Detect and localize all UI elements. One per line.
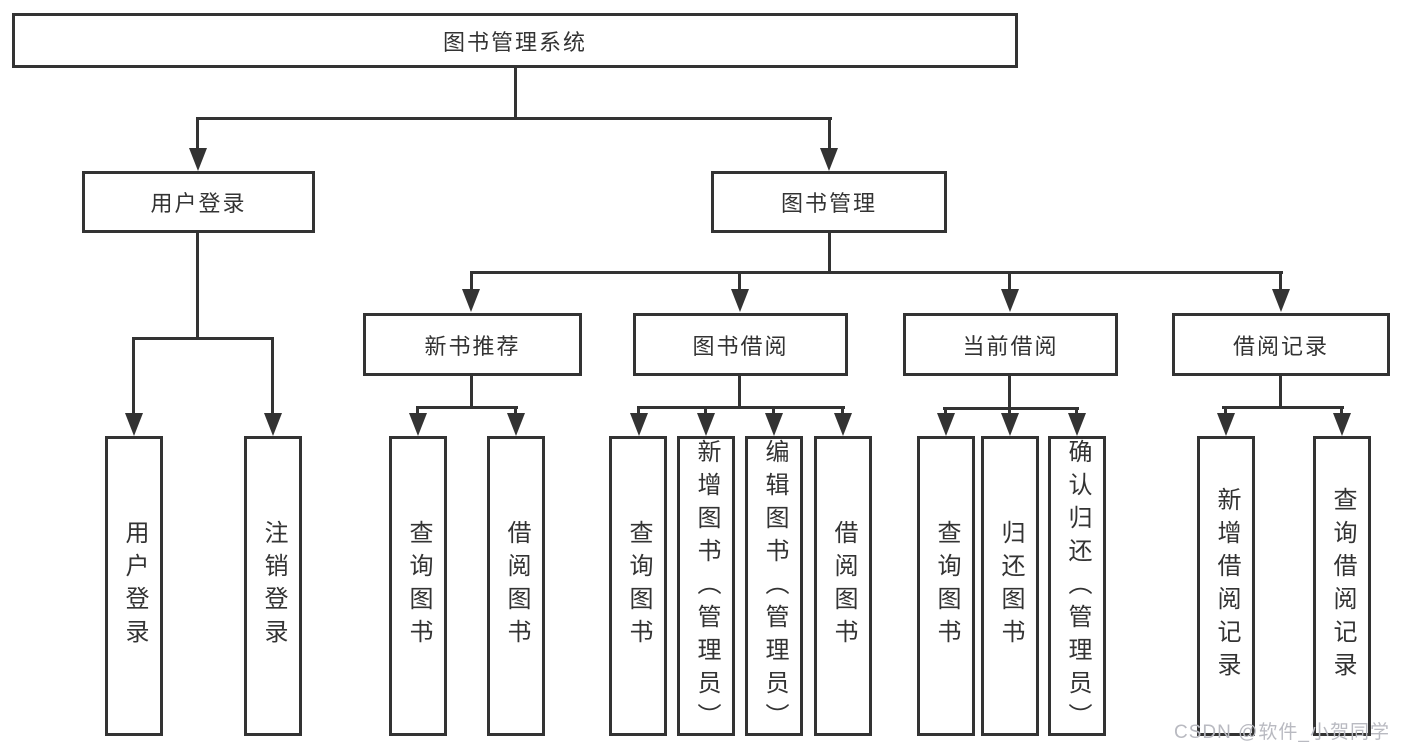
connector-line <box>271 337 274 415</box>
connector-line <box>470 271 473 291</box>
connector-line <box>514 406 517 416</box>
arrowhead <box>1001 289 1019 312</box>
leaf-borrow-book-recommend: 借阅图书 <box>487 436 545 736</box>
connector-line <box>1008 271 1011 291</box>
connector-line <box>470 271 1283 274</box>
csdn-watermark: CSDN @软件_小贺同学 <box>1174 722 1390 743</box>
connector-line <box>196 117 199 151</box>
connector-line <box>1075 407 1078 416</box>
arrowhead <box>697 413 715 436</box>
connector-line <box>704 406 707 416</box>
connector-line <box>132 337 135 415</box>
connector-line <box>196 233 199 339</box>
leaf-user-login: 用户登录 <box>105 436 163 736</box>
arrowhead <box>1001 413 1019 436</box>
connector-line <box>828 117 831 151</box>
arrowhead <box>125 413 143 436</box>
connector-line <box>738 376 741 406</box>
connector-line <box>1224 406 1227 416</box>
arrowhead <box>462 289 480 312</box>
arrowhead <box>1272 289 1290 312</box>
arrowhead <box>765 413 783 436</box>
arrowhead <box>731 289 749 312</box>
connector-line <box>1279 376 1282 406</box>
arrowhead <box>189 148 207 171</box>
connector-line <box>943 407 1079 410</box>
leaf-confirm-return-admin: 确认归还（管理员） <box>1048 436 1106 736</box>
node-book-borrow: 图书借阅 <box>633 313 848 376</box>
connector-line <box>772 406 775 416</box>
leaf-query-borrow-record: 查询借阅记录 <box>1313 436 1371 736</box>
connector-line <box>1222 406 1344 409</box>
arrowhead <box>630 413 648 436</box>
arrowhead <box>820 148 838 171</box>
arrowhead <box>1217 413 1235 436</box>
leaf-query-book-borrow: 查询图书 <box>609 436 667 736</box>
connector-line <box>1279 271 1282 291</box>
connector-line <box>738 271 741 291</box>
node-book-management: 图书管理 <box>711 171 947 233</box>
connector-line <box>1008 376 1011 408</box>
arrowhead <box>1068 413 1086 436</box>
node-user-login: 用户登录 <box>82 171 315 233</box>
connector-line <box>637 406 640 416</box>
connector-line <box>470 376 473 406</box>
node-current-borrow: 当前借阅 <box>903 313 1118 376</box>
connector-line <box>514 68 517 118</box>
connector-line <box>416 406 419 416</box>
node-new-book-recommend: 新书推荐 <box>363 313 582 376</box>
connector-line <box>637 406 845 409</box>
connector-line <box>196 117 832 120</box>
connector-line <box>1340 406 1343 416</box>
node-borrow-record: 借阅记录 <box>1172 313 1390 376</box>
arrowhead <box>834 413 852 436</box>
leaf-query-book-current: 查询图书 <box>917 436 975 736</box>
leaf-return-book: 归还图书 <box>981 436 1039 736</box>
connector-line <box>828 233 831 273</box>
leaf-edit-book-admin: 编辑图书（管理员） <box>745 436 803 736</box>
connector-line <box>944 407 947 416</box>
leaf-logout-login: 注销登录 <box>244 436 302 736</box>
leaf-add-book-admin: 新增图书（管理员） <box>677 436 735 736</box>
connector-line <box>841 406 844 416</box>
leaf-borrow-book: 借阅图书 <box>814 436 872 736</box>
arrowhead <box>264 413 282 436</box>
arrowhead <box>1333 413 1351 436</box>
connector-line <box>1008 407 1011 416</box>
leaf-query-book-recommend: 查询图书 <box>389 436 447 736</box>
arrowhead <box>409 413 427 436</box>
connector-line <box>416 406 518 409</box>
arrowhead <box>507 413 525 436</box>
leaf-add-borrow-record: 新增借阅记录 <box>1197 436 1255 736</box>
node-root: 图书管理系统 <box>12 13 1018 68</box>
connector-line <box>132 337 274 340</box>
arrowhead <box>937 413 955 436</box>
